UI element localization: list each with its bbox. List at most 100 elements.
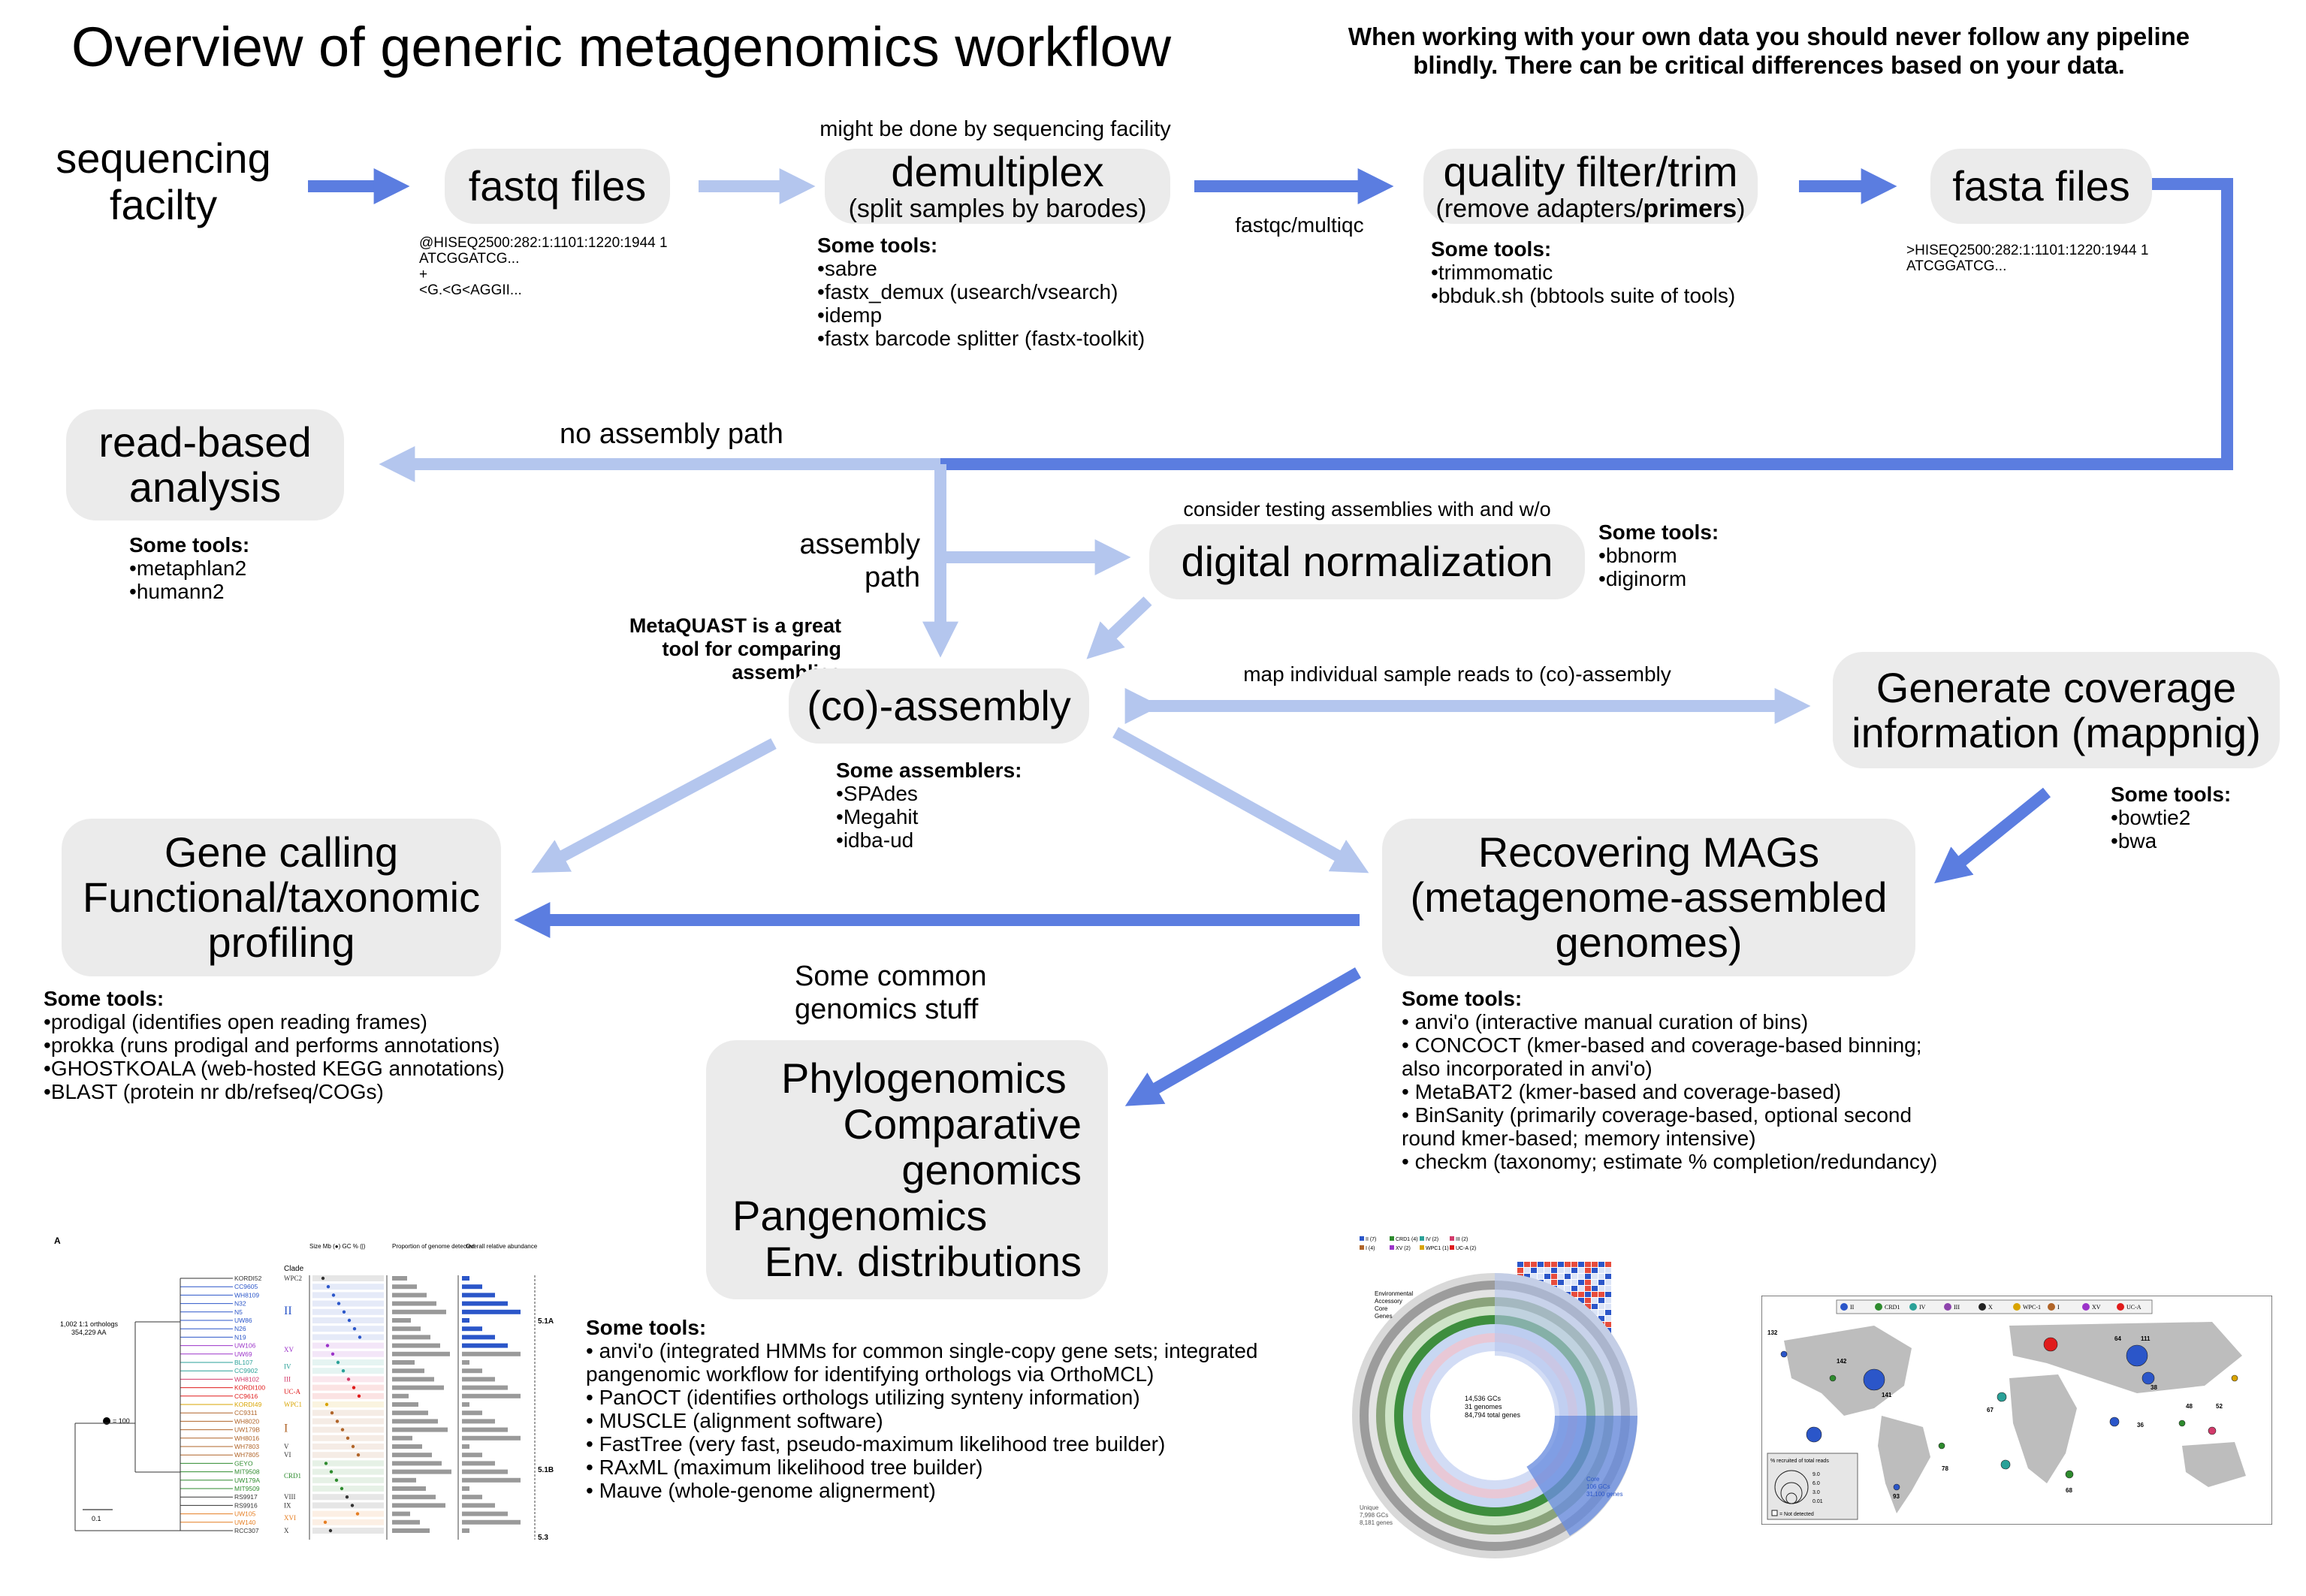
arrow-assembly-to-genecalling xyxy=(531,738,777,873)
assembly-path-line-1: assembly xyxy=(799,529,921,560)
tree-abundance-bar xyxy=(462,1461,495,1466)
tree-row-band xyxy=(312,1502,384,1509)
fasta-example-line: >HISEQ2500:282:1:1101:1220:1944 1 xyxy=(1906,243,2149,258)
tool-item: • PanOCT (identifies orthologs utilizing… xyxy=(586,1386,1140,1409)
tree-strain-label: UW86 xyxy=(234,1317,252,1324)
tree-size-dot xyxy=(325,1344,330,1347)
tool-item: BLAST (protein nr db/refseq/COGs) xyxy=(44,1080,505,1103)
tree-size-dot xyxy=(340,1486,344,1491)
sublabel-part: (remove adapters/ xyxy=(1435,195,1643,223)
landmass-africa xyxy=(2009,1374,2077,1483)
tree-strain-label: KORDI49 xyxy=(234,1401,262,1408)
pangenome-core-line: 106 GCs xyxy=(1586,1483,1610,1490)
map-legend-dot xyxy=(1875,1303,1882,1311)
tree-clade-label: VIII xyxy=(284,1493,296,1501)
tree-proportion-bar xyxy=(392,1444,422,1449)
tree-row-band xyxy=(312,1528,384,1534)
map-site-number: 36 xyxy=(2137,1422,2144,1429)
tree-proportion-bar xyxy=(392,1402,418,1407)
coassembly-node: (co)-assembly xyxy=(789,668,1089,744)
legend-label: IV (2) xyxy=(1426,1237,1438,1242)
tool-text: RAxML (maximum likelihood tree builder) xyxy=(599,1456,983,1479)
tree-strain-label: N26 xyxy=(234,1325,246,1332)
map-label: map individual sample reads to (co)-asse… xyxy=(1243,662,1671,686)
common-genomics-label: Some common genomics stuff xyxy=(795,960,987,1026)
tree-strain-label: RS9916 xyxy=(234,1501,258,1509)
tree-size-dot xyxy=(345,1495,349,1499)
tool-item: prodigal (identifies open reading frames… xyxy=(44,1010,505,1033)
tree-proportion-bar xyxy=(392,1519,420,1525)
map-inset xyxy=(1767,1453,1858,1520)
heatmap-cell xyxy=(1605,1262,1611,1267)
metaquast-note: MetaQUAST is a great tool for comparing … xyxy=(586,614,841,684)
heatmap-cell xyxy=(1524,1262,1530,1267)
tree-row-band xyxy=(312,1292,384,1299)
legend-label: I (4) xyxy=(1366,1246,1375,1251)
coverage-line-2: information (mappnig) xyxy=(1852,708,2261,756)
map-legend-label: X xyxy=(1988,1304,1993,1311)
fastq-example-line: <G.<G<AGGII... xyxy=(419,282,522,298)
coverage-node: Generate coverage information (mappnig) xyxy=(1833,652,2280,768)
map-site-number: 67 xyxy=(1987,1407,1994,1413)
tree-strain-label: N32 xyxy=(234,1300,246,1308)
map-site-pie xyxy=(1893,1483,1900,1491)
tree-row-band xyxy=(312,1410,384,1416)
common-genomics-line-1: Some common xyxy=(795,961,987,992)
heatmap-cell xyxy=(1585,1262,1591,1267)
fastq-example: @HISEQ2500:282:1:1101:1220:1944 1 ATCGGA… xyxy=(419,235,668,298)
tool-item: fastx barcode splitter (fastx-toolkit) xyxy=(817,327,1145,350)
metaquast-line: MetaQUAST is a great xyxy=(629,614,841,637)
map-site-number: 93 xyxy=(1893,1493,1900,1500)
quality-filter-sublabel: (remove adapters/primers) xyxy=(1436,195,1746,223)
read-based-line-1: read-based xyxy=(98,418,312,466)
tree-size-dot xyxy=(352,1386,356,1389)
tool-item: GHOSTKOALA (web-hosted KEGG annotations) xyxy=(44,1057,505,1080)
demultiplex-sublabel: (split samples by barodes) xyxy=(848,195,1147,223)
tree-proportion-bar xyxy=(392,1427,448,1432)
tree-row-band xyxy=(312,1468,384,1475)
tree-proportion-bar xyxy=(392,1486,426,1491)
map-inset-title: % recruited of total reads xyxy=(1770,1459,1829,1464)
map-site-pie xyxy=(2065,1470,2074,1479)
map-site-number: 38 xyxy=(2151,1384,2157,1391)
tree-row-band xyxy=(312,1477,384,1483)
pangenome-side-label: Accessory xyxy=(1375,1298,1402,1305)
pangenome-center-line: 31 genomes xyxy=(1465,1403,1502,1410)
tree-proportion-bar xyxy=(392,1301,436,1306)
common-genomics-line-2: genomics stuff xyxy=(795,994,979,1025)
map-site-number: 64 xyxy=(2114,1335,2121,1342)
tree-proportion-bar xyxy=(392,1435,412,1441)
demultiplex-node: demultiplex (split samples by barodes) xyxy=(825,149,1170,224)
tree-row-band xyxy=(312,1392,384,1399)
tree-size-dot xyxy=(356,1453,361,1457)
tool-text: checkm (taxonomy; estimate % completion/… xyxy=(1414,1150,1938,1173)
heatmap-cell xyxy=(1551,1274,1557,1279)
tree-proportion-bar xyxy=(392,1276,407,1281)
map-site-pie xyxy=(2178,1420,2186,1427)
tree-col-clade: Clade xyxy=(284,1265,304,1273)
tree-proportion-bar xyxy=(392,1393,409,1398)
tree-strain-label: WH8102 xyxy=(234,1375,259,1383)
tree-strain-label: WH7805 xyxy=(234,1451,259,1459)
heatmap-cell xyxy=(1585,1280,1591,1285)
heatmap-cell xyxy=(1578,1268,1584,1273)
heatmap-cell xyxy=(1578,1292,1584,1297)
tree-row-band xyxy=(312,1452,384,1459)
tree-abundance-bar xyxy=(462,1410,482,1416)
map-legend-label: CRD1 xyxy=(1885,1304,1900,1311)
pangenome-unique-line: 8,181 genes xyxy=(1360,1519,1393,1526)
tree-strain-label: UW105 xyxy=(234,1510,256,1518)
phylo-tools: Some tools: • anvi'o (integrated HMMs fo… xyxy=(586,1316,1257,1502)
map-site-number: 132 xyxy=(1767,1329,1778,1336)
tree-row-band xyxy=(312,1284,384,1290)
legend-label: UC-A (2) xyxy=(1456,1246,1476,1251)
map-legend-label: I xyxy=(2057,1304,2060,1311)
tree-size-dot xyxy=(331,1352,335,1356)
fasta-files-node: fasta files xyxy=(1930,149,2152,224)
heatmap-cell xyxy=(1585,1304,1591,1309)
fasta-files-label: fasta files xyxy=(1952,162,2130,210)
tree-abundance-bar xyxy=(462,1293,495,1298)
map-legend-dot xyxy=(2048,1303,2055,1311)
legend-label: III (2) xyxy=(1456,1237,1468,1242)
tree-size-dot xyxy=(323,1520,327,1524)
